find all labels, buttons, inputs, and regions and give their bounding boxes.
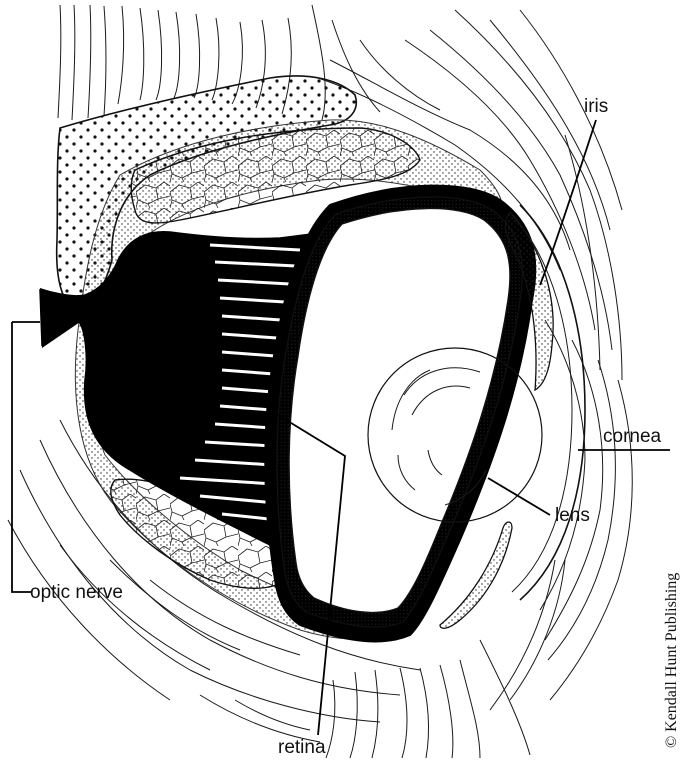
label-retina: retina bbox=[278, 737, 326, 758]
label-lens: lens bbox=[555, 505, 590, 526]
leader-lens bbox=[488, 478, 550, 515]
copyright-credit: © Kendall Hunt Publishing bbox=[663, 573, 680, 748]
vitreous-chamber bbox=[289, 208, 510, 612]
label-iris: iris bbox=[584, 96, 608, 117]
label-optic-nerve: optic nerve bbox=[30, 582, 123, 603]
label-cornea: cornea bbox=[603, 426, 662, 447]
